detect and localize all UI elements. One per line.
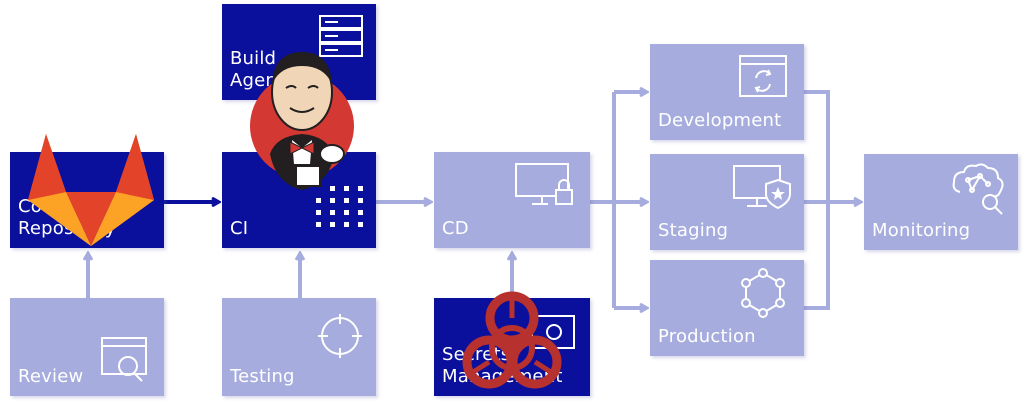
jenkins-butler-logo	[250, 52, 354, 190]
production-label: Production	[658, 326, 756, 347]
staging-box[interactable]: Staging	[650, 154, 804, 250]
testing-label: Testing	[230, 366, 295, 387]
cd-label: CD	[442, 218, 469, 239]
network-ring-icon	[741, 268, 785, 318]
biohazard-logo	[462, 291, 562, 389]
development-box[interactable]: Development	[650, 44, 804, 140]
ci-label: CI	[230, 218, 249, 239]
production-box[interactable]: Production	[650, 260, 804, 356]
window-refresh-icon	[739, 55, 787, 97]
server-rack-icon	[319, 15, 363, 57]
staging-label: Staging	[658, 220, 729, 241]
window-search-icon	[101, 337, 147, 382]
gitlab-fox-logo	[28, 134, 154, 246]
brain-search-icon	[952, 163, 1004, 215]
crosshair-icon	[318, 314, 362, 358]
build-agents-label-line1: Build	[230, 48, 277, 69]
testing-box[interactable]: Testing	[222, 298, 376, 396]
dot-matrix-icon	[316, 186, 363, 227]
link-join	[804, 90, 830, 310]
monitor-star-shield-icon	[733, 165, 791, 210]
monitor-lock-icon	[515, 163, 573, 205]
cd-box[interactable]: CD	[434, 152, 590, 248]
review-label: Review	[18, 366, 84, 387]
development-label: Development	[658, 110, 782, 131]
monitoring-box[interactable]: Monitoring	[864, 154, 1018, 250]
review-box[interactable]: Review	[10, 298, 164, 396]
link-cd-fork	[590, 92, 616, 308]
monitoring-label: Monitoring	[872, 220, 971, 241]
